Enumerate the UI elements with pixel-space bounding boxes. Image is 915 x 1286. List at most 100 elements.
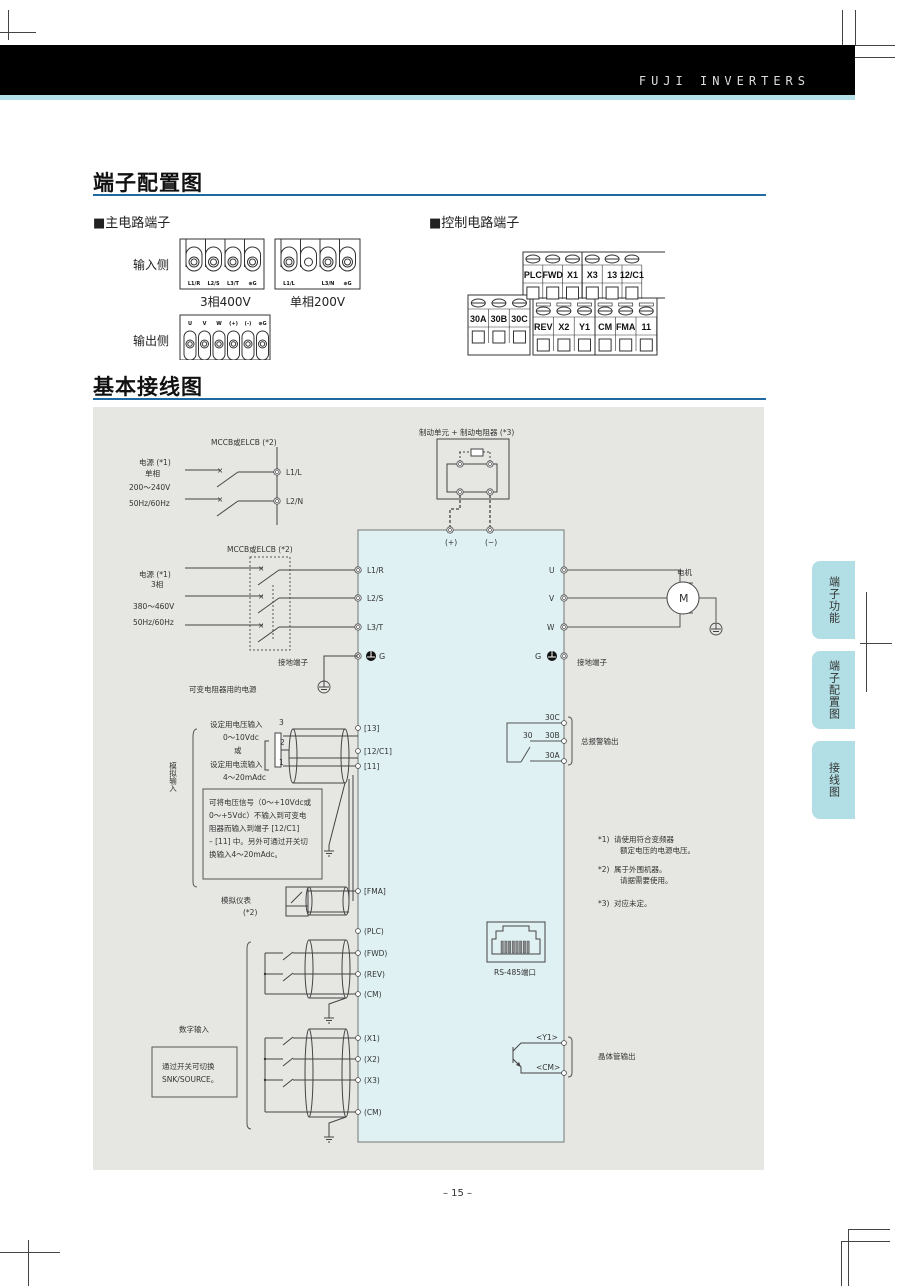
section-rule bbox=[93, 398, 766, 400]
pot-pin-2: 2 bbox=[280, 738, 285, 747]
control-circuit-title: ■控制电路端子 bbox=[429, 216, 520, 231]
terminal-30B: 30B bbox=[545, 731, 560, 740]
digital-group-label: 数字输入 bbox=[179, 1024, 209, 1034]
freq-label-3ph: 50Hz/60Hz bbox=[133, 618, 174, 627]
svg-text:×: × bbox=[217, 466, 223, 475]
analog-meter bbox=[285, 886, 361, 917]
terminal-label: 30B bbox=[491, 314, 508, 324]
terminal-label: U bbox=[188, 321, 192, 327]
terminal-L2N: L2/N bbox=[286, 497, 303, 506]
terminal-minus: (−) bbox=[485, 538, 497, 547]
voltage-range: 0～10Vdc bbox=[223, 733, 259, 742]
alarm-relay bbox=[506, 716, 573, 766]
terminal-30A: 30A bbox=[545, 751, 561, 760]
svg-text:*2): *2) bbox=[598, 865, 610, 874]
terminal-G-output: G bbox=[535, 652, 541, 661]
terminal-X2: (X2) bbox=[364, 1055, 380, 1064]
control-terminal: Y1 bbox=[574, 302, 596, 352]
section-title-wiring: 基本接线图 bbox=[93, 375, 203, 399]
side-tab-wiring[interactable]: 接线图 bbox=[812, 741, 855, 819]
terminal-X3: (X3) bbox=[364, 1076, 380, 1085]
control-terminal: FWD bbox=[542, 254, 563, 300]
terminal-Y1: <Y1> bbox=[536, 1033, 558, 1042]
crop-mark bbox=[848, 1229, 849, 1286]
ground-label-output: 接地端子 bbox=[577, 657, 607, 667]
svg-text:×: × bbox=[258, 592, 264, 601]
power-label-1ph: 电源 (*1) bbox=[139, 457, 171, 467]
meter-note: (*2) bbox=[243, 908, 257, 917]
terminal-label: L3/T bbox=[227, 281, 239, 287]
terminal-label: X3 bbox=[587, 270, 598, 280]
terminal-label: FMA bbox=[616, 322, 636, 332]
terminal-label: X2 bbox=[558, 322, 569, 332]
wiring-diagram: × × MCCB或ELCB (*2) 电源 (*1) 单相 200～240V 5… bbox=[93, 407, 764, 1170]
svg-text:对应未定。: 对应未定。 bbox=[614, 898, 652, 908]
header-accent-stripe bbox=[0, 95, 855, 100]
motor-wiring bbox=[547, 566, 723, 661]
pot-pin-1: 1 bbox=[279, 758, 284, 767]
terminal-12-C1: [12/C1] bbox=[364, 747, 392, 756]
svg-text:可将电压信号（0～+10Vdc或: 可将电压信号（0～+10Vdc或 bbox=[209, 797, 312, 807]
terminal-label: PLC bbox=[524, 270, 543, 280]
crop-mark bbox=[841, 1241, 890, 1242]
svg-text:×: × bbox=[258, 621, 264, 630]
terminal-label: L3/N bbox=[322, 281, 335, 287]
main-circuit-title: ■主电路端子 bbox=[93, 216, 171, 231]
ground-label-input: 接地端子 bbox=[278, 657, 308, 667]
svg-text:– [11] 中。另外可通过开关切: – [11] 中。另外可通过开关切 bbox=[209, 836, 308, 846]
crop-mark bbox=[855, 57, 895, 58]
phase-label-3ph: 3相 bbox=[151, 579, 163, 589]
terminal-screw: ⊕G bbox=[256, 321, 269, 360]
side-tab-terminal-function[interactable]: 端子功能 bbox=[812, 561, 855, 639]
terminal-label: 11 bbox=[642, 322, 652, 332]
terminal-screw bbox=[300, 239, 317, 272]
terminal-screw: (+) bbox=[227, 321, 240, 360]
terminal-CM-1: (CM) bbox=[364, 990, 382, 999]
svg-text:属于外围机器。: 属于外围机器。 bbox=[614, 864, 667, 874]
terminal-label: Y1 bbox=[579, 322, 590, 332]
terminal-CM-2: (CM) bbox=[364, 1108, 382, 1117]
input-side-label: 输入侧 bbox=[133, 258, 170, 272]
crop-mark bbox=[866, 592, 867, 692]
inverter-body bbox=[357, 529, 565, 1143]
rs485-label: RS-485端口 bbox=[494, 967, 536, 977]
motor-symbol: M bbox=[679, 592, 689, 605]
meter-label: 模拟仪表 bbox=[221, 895, 251, 905]
current-input-label: 设定用电流输入 bbox=[210, 759, 263, 769]
relay-label: 30 bbox=[523, 731, 533, 740]
terminal-L1R: L1/R bbox=[367, 566, 384, 575]
rs485-pin bbox=[526, 940, 530, 954]
control-terminal: 13 bbox=[602, 254, 623, 300]
brand-text: FUJI INVERTERS bbox=[638, 74, 810, 88]
svg-text:额定电压的电源电压。: 额定电压的电源电压。 bbox=[620, 845, 695, 855]
footnotes: *1) 请使用符合变频器 额定电压的电源电压。 *2) 属于外围机器。 请据需要… bbox=[598, 834, 695, 908]
terminal-label: V bbox=[203, 321, 207, 327]
output-side-label: 输出侧 bbox=[133, 334, 170, 348]
voltage-input-label: 设定用电压输入 bbox=[210, 719, 263, 729]
terminal-label: 13 bbox=[607, 270, 617, 280]
terminal-screw: L2/S bbox=[205, 239, 222, 287]
terminal-label: W bbox=[216, 321, 222, 327]
terminal-screw: L1/R bbox=[185, 239, 203, 287]
terminal-FMA: [FMA] bbox=[364, 887, 386, 896]
terminal-label: L1/L bbox=[283, 281, 295, 287]
terminal-FWD: (FWD) bbox=[364, 949, 387, 958]
side-tab-terminal-layout[interactable]: 端子配置图 bbox=[812, 651, 855, 729]
motor-label: 电机 bbox=[677, 567, 692, 577]
terminal-label: CM bbox=[598, 322, 612, 332]
rs485-pin bbox=[508, 940, 511, 954]
breaker-label-1ph: MCCB或ELCB (*2) bbox=[211, 437, 277, 447]
terminal-W: W bbox=[547, 623, 555, 632]
control-terminal: PLC bbox=[523, 254, 544, 300]
terminal-label: REV bbox=[534, 322, 553, 332]
terminal-30C: 30C bbox=[545, 713, 560, 722]
control-terminal: 11 bbox=[636, 302, 657, 352]
svg-text:换输入4～20mAdc。: 换输入4～20mAdc。 bbox=[209, 849, 282, 859]
svg-text:阻器而输入到端子 [12/C1]: 阻器而输入到端子 [12/C1] bbox=[209, 823, 299, 833]
current-range: 4～20mAdc bbox=[223, 773, 266, 782]
section-rule bbox=[93, 194, 766, 196]
svg-text:0～+5Vdc）不输入到可变电: 0～+5Vdc）不输入到可变电 bbox=[209, 810, 307, 820]
crop-mark bbox=[0, 1252, 60, 1253]
